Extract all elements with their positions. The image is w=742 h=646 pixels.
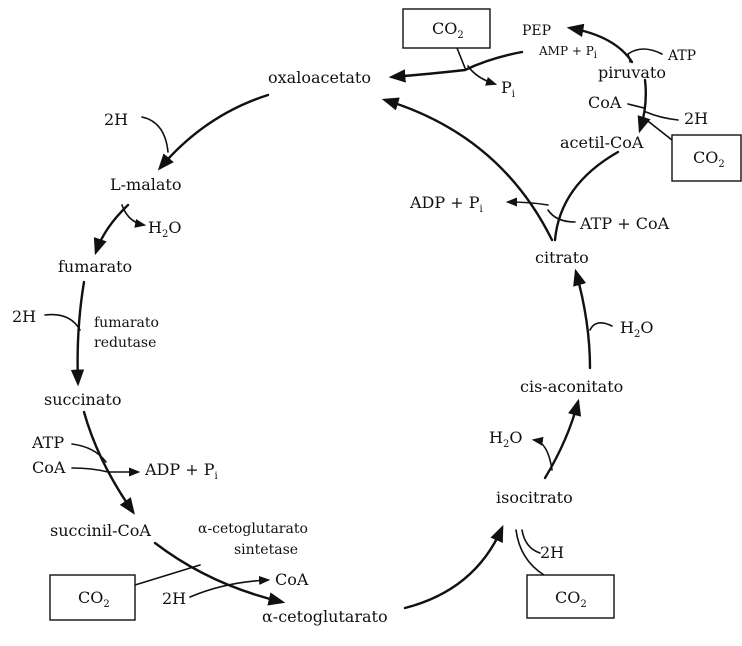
label-acetil-coa: acetil-CoA bbox=[560, 133, 644, 152]
label-adp-succinato: ADP + Pi bbox=[144, 460, 218, 482]
arrow-isocitrato-to-aconitato bbox=[543, 398, 582, 480]
arrow-adp-citrato-release bbox=[505, 197, 549, 207]
svg-text:CO2: CO2 bbox=[693, 148, 725, 170]
arrow-co2-bottom-right-join bbox=[515, 529, 545, 576]
label-pep: PEP bbox=[522, 23, 551, 39]
label-coa-cetoglutarato: CoA bbox=[275, 570, 309, 589]
label-h2o-isocitrato: H2O bbox=[489, 428, 522, 450]
svg-text:CO2: CO2 bbox=[555, 588, 587, 610]
svg-text:CO2: CO2 bbox=[78, 588, 110, 610]
arrow-pep-to-oxaloacetato bbox=[388, 50, 524, 83]
arrow-succinilcoa-to-cetoglutarato bbox=[153, 541, 286, 606]
cofactor-arrows bbox=[44, 23, 679, 598]
arrow-2h-malato bbox=[141, 116, 169, 153]
arrow-piruvato-to-acetilcoa bbox=[637, 78, 651, 134]
arrow-co2-bottom-left-join bbox=[134, 564, 201, 586]
label-atp-pep: ATP bbox=[667, 48, 696, 64]
arrow-aconitato-to-citrato bbox=[573, 268, 592, 370]
label-2h-isocitrato: 2H bbox=[540, 543, 564, 562]
label-fumarato-redutase-1: fumarato bbox=[94, 315, 159, 331]
arrow-succinato-to-succinilcoa bbox=[82, 410, 135, 515]
label-amp-pep: AMP + Pi bbox=[538, 44, 597, 61]
arrow-h2o-aconitato-in bbox=[589, 322, 613, 331]
arrow-atp-coa-in bbox=[71, 443, 109, 473]
label-adp-citrato: ADP + Pi bbox=[409, 193, 483, 215]
arrow-citrato-to-oxaloacetato bbox=[381, 97, 554, 242]
label-coa-succinato: CoA bbox=[32, 458, 66, 477]
arrow-2h-fumarato bbox=[44, 313, 81, 331]
label-h2o-malato: H2O bbox=[148, 218, 181, 240]
label-succinil-coa: succinil-CoA bbox=[50, 521, 151, 540]
label-atp-coa-citrato: ATP + CoA bbox=[579, 214, 670, 233]
svg-text:CO2: CO2 bbox=[432, 19, 464, 41]
arrow-coa-in bbox=[627, 103, 645, 109]
label-alfa-cetoglutarato: α-cetoglutarato bbox=[262, 607, 388, 626]
label-oxaloacetato: oxaloacetato bbox=[268, 68, 371, 87]
label-2h-malato: 2H bbox=[104, 110, 128, 129]
arrow-cetoglutarato-to-isocitrato bbox=[403, 524, 504, 610]
label-fumarato-redutase-2: redutase bbox=[94, 335, 156, 351]
arrow-fumarato-to-succinato bbox=[70, 280, 86, 387]
arrow-oxaloacetato-to-malato bbox=[157, 93, 270, 171]
arrow-malato-to-fumarato bbox=[93, 203, 130, 256]
label-citrato: citrato bbox=[535, 248, 589, 267]
co2-box-bottom-left: CO2 bbox=[49, 574, 136, 621]
arrow-acetilcoa-to-citrato bbox=[553, 150, 620, 242]
label-piruvato: piruvato bbox=[598, 63, 666, 82]
label-cetoglutarato-sintetase-2: sintetase bbox=[234, 542, 298, 558]
label-h2o-aconitato: H2O bbox=[620, 318, 653, 340]
arrow-co2-top-join bbox=[456, 47, 466, 69]
co2-box-bottom-right: CO2 bbox=[526, 574, 615, 619]
arrow-atp-amp bbox=[627, 48, 663, 63]
co2-box-right: CO2 bbox=[671, 134, 742, 182]
arrow-h2o-malato bbox=[121, 204, 147, 228]
label-2h-fumarato: 2H bbox=[12, 307, 36, 326]
label-coa-piruvato: CoA bbox=[588, 93, 622, 112]
arrow-2h-isocitrato bbox=[521, 529, 541, 554]
label-l-malato: L-malato bbox=[110, 175, 181, 194]
label-fumarato: fumarato bbox=[58, 257, 132, 276]
cofactor-labels: 2H H2O 2H ATP CoA ADP + Pi CoA 2H 2H H2O… bbox=[12, 44, 708, 608]
arrow-2h-acetil bbox=[645, 111, 679, 121]
label-cis-aconitato: cis-aconitato bbox=[520, 377, 623, 396]
label-cetoglutarato-sintetase-1: α-cetoglutarato bbox=[198, 521, 308, 537]
enzyme-labels: fumarato redutase α-cetoglutarato sintet… bbox=[94, 315, 308, 558]
label-2h-acetil: 2H bbox=[684, 109, 708, 128]
metabolite-labels: oxaloacetato L-malato fumarato succinato… bbox=[44, 23, 666, 626]
label-isocitrato: isocitrato bbox=[496, 488, 573, 507]
cycle-arrows bbox=[70, 93, 620, 610]
arrow-atp-coa-in-citrato bbox=[547, 209, 576, 223]
label-pi-oxaloacetato: Pi bbox=[501, 78, 515, 100]
label-atp-succinato: ATP bbox=[31, 433, 64, 452]
label-succinato: succinato bbox=[44, 390, 121, 409]
label-2h-cetoglutarato: 2H bbox=[162, 589, 186, 608]
arrow-h2o-isocitrato-release bbox=[531, 436, 553, 471]
co2-box-top: CO2 bbox=[402, 8, 491, 49]
arrow-co2-right-join bbox=[643, 117, 673, 141]
arrow-pi-release bbox=[467, 65, 498, 86]
arrow-coa-cetoglutarato bbox=[189, 575, 271, 598]
